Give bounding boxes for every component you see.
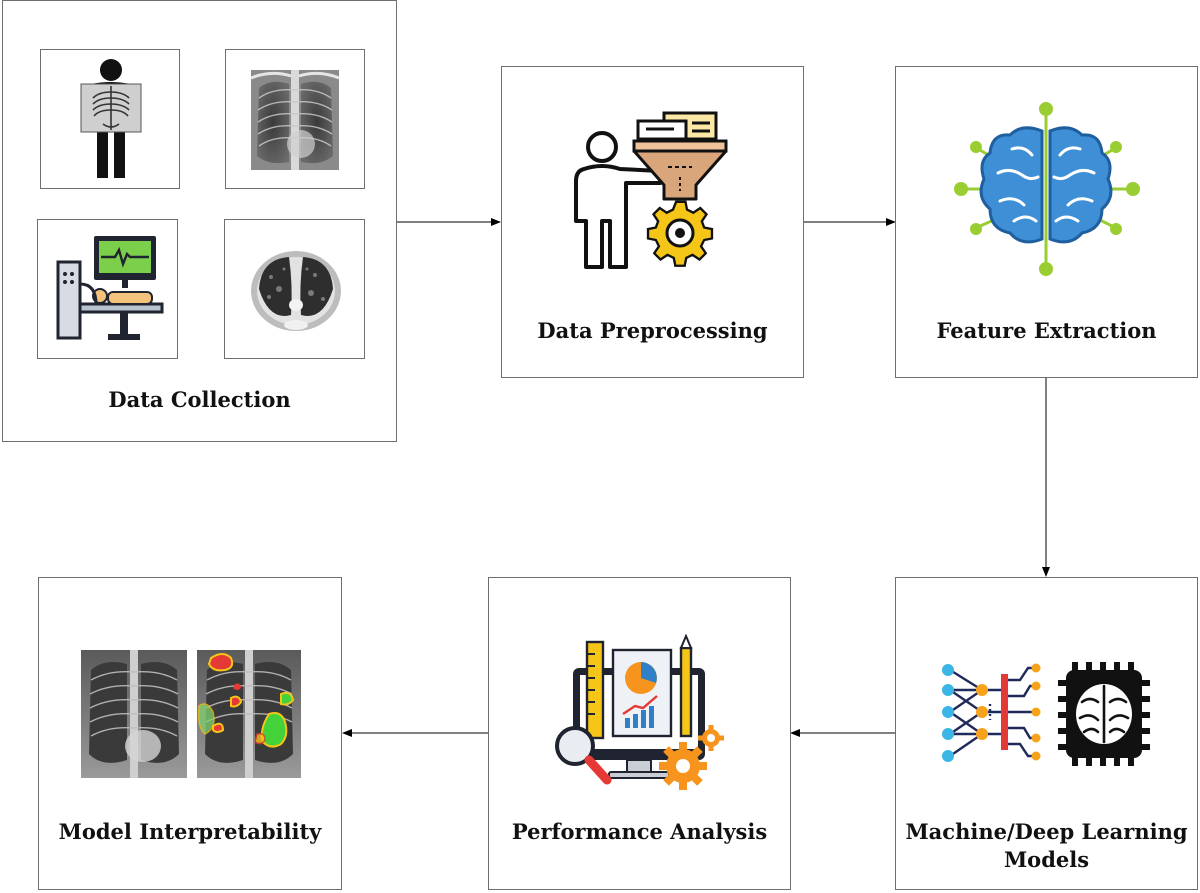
data-preprocessing-label: Data Preprocessing (537, 318, 768, 343)
person-funnel-gear-icon (574, 111, 728, 269)
data-collection-label: Data Collection (108, 387, 291, 412)
chest-xray-panel (225, 49, 365, 189)
xray-person-panel (40, 49, 180, 189)
ct-scanner-panel (37, 219, 178, 359)
ml-models-label-line1: Machine/Deep Learning (905, 819, 1188, 844)
feature-extraction-label: Feature Extraction (936, 318, 1157, 343)
ml-models-stage: Machine/Deep Learning Models (895, 577, 1198, 890)
model-interpretability-stage: Model Interpretability (38, 577, 342, 890)
model-interpretability-label: Model Interpretability (58, 819, 322, 844)
xray-person-icon (80, 59, 142, 178)
feature-extraction-stage: Feature Extraction (895, 66, 1198, 378)
heatmap-xray-icon (81, 650, 301, 778)
brain-network-icon (954, 102, 1140, 276)
performance-analysis-stage: Performance Analysis (488, 577, 791, 890)
ct-scan-image (251, 251, 341, 331)
data-collection-stage: Data Collection (2, 0, 397, 442)
data-preprocessing-stage: Data Preprocessing (501, 66, 804, 378)
performance-analysis-label: Performance Analysis (511, 819, 768, 844)
chest-xray-image (251, 70, 339, 170)
ct-scan-panel (224, 219, 365, 359)
neural-network-chip-icon (942, 662, 1150, 766)
analytics-dashboard-icon (555, 634, 724, 790)
ml-models-label-line2: Models (1003, 847, 1090, 872)
ct-scanner-icon (56, 236, 164, 340)
